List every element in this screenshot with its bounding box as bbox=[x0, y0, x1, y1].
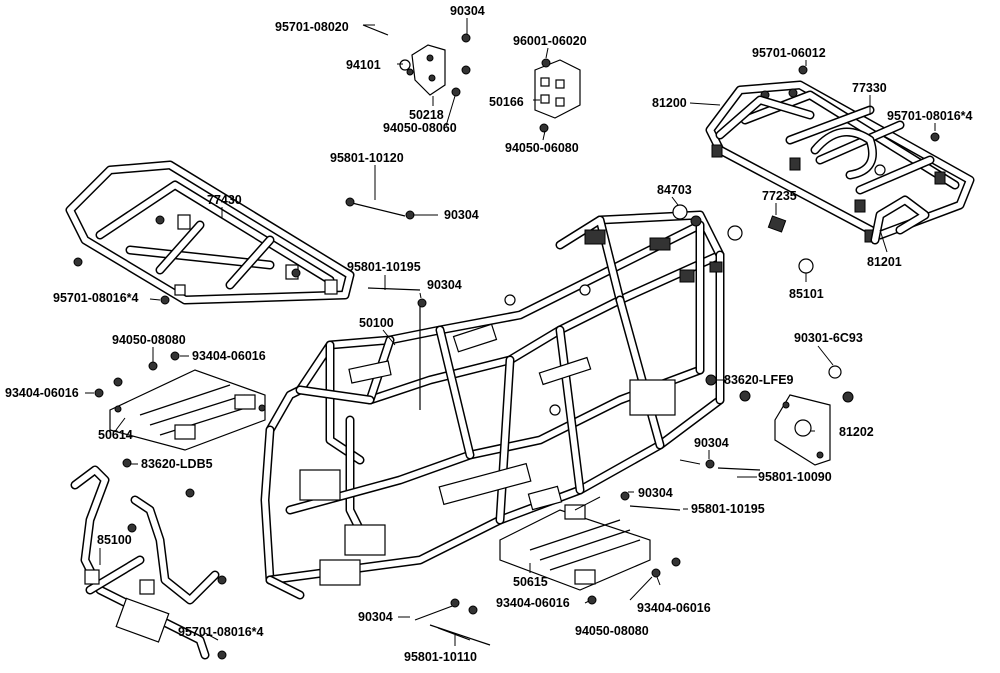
label-96001-06020: 96001-06020 bbox=[513, 34, 587, 48]
label-50166: 50166 bbox=[489, 95, 524, 109]
label-90304-right: 90304 bbox=[694, 436, 729, 450]
label-95801-10195-upper: 95801-10195 bbox=[347, 260, 421, 274]
bracket-50218 bbox=[362, 24, 471, 97]
label-90301-6c93: 90301-6C93 bbox=[794, 331, 863, 345]
label-95701-08016-front: 95701-08016*4 bbox=[53, 291, 139, 305]
label-50615: 50615 bbox=[513, 575, 548, 589]
label-95801-10120: 95801-10120 bbox=[330, 151, 404, 165]
label-90304-lower-right: 90304 bbox=[638, 486, 673, 500]
label-83620-lfe9: 83620-LFE9 bbox=[724, 373, 794, 387]
label-95701-08016-bumper: 95701-08016*4 bbox=[178, 625, 264, 639]
label-77235: 77235 bbox=[762, 189, 797, 203]
label-90304-bottom: 90304 bbox=[358, 610, 393, 624]
label-81200: 81200 bbox=[652, 96, 687, 110]
bracket-50166 bbox=[534, 58, 581, 133]
footrest-50615 bbox=[499, 504, 651, 591]
label-93404-06016-d: 93404-06016 bbox=[637, 601, 711, 615]
label-90304-top: 90304 bbox=[450, 4, 485, 18]
label-94050-08060: 94050-08060 bbox=[383, 121, 457, 135]
label-94050-08080-right: 94050-08080 bbox=[575, 624, 649, 638]
label-90304-upper: 90304 bbox=[444, 208, 479, 222]
label-94050-08080-left: 94050-08080 bbox=[112, 333, 186, 347]
label-50614: 50614 bbox=[98, 428, 133, 442]
front-bumper-85100 bbox=[70, 465, 227, 660]
label-84703: 84703 bbox=[657, 183, 692, 197]
small-hardware bbox=[94, 65, 940, 646]
label-95801-10090: 95801-10090 bbox=[758, 470, 832, 484]
label-93404-06016-b: 93404-06016 bbox=[5, 386, 79, 400]
label-81201: 81201 bbox=[867, 255, 902, 269]
label-85100: 85100 bbox=[97, 533, 132, 547]
label-94101: 94101 bbox=[346, 58, 381, 72]
footrest-50614 bbox=[109, 369, 266, 451]
label-50100: 50100 bbox=[359, 316, 394, 330]
rear-rack-77330 bbox=[705, 80, 975, 243]
rear-bracket-81201 bbox=[870, 195, 930, 245]
skid-plate-81202 bbox=[774, 394, 831, 466]
label-83620-ldb5: 83620-LDB5 bbox=[141, 457, 213, 471]
label-95801-10195-lower: 95801-10195 bbox=[691, 502, 765, 516]
label-81202: 81202 bbox=[839, 425, 874, 439]
label-95701-08020: 95701-08020 bbox=[275, 20, 349, 34]
label-95701-08016-rear: 95701-08016*4 bbox=[887, 109, 973, 123]
label-93404-06016-a: 93404-06016 bbox=[192, 349, 266, 363]
rear-bracket-81200 bbox=[715, 95, 815, 140]
front-rack-77430 bbox=[65, 160, 355, 305]
label-77430: 77430 bbox=[207, 193, 242, 207]
label-85101: 85101 bbox=[789, 287, 824, 301]
label-95801-10110: 95801-10110 bbox=[404, 650, 477, 664]
part-labels: 95701-08020 90304 94101 50218 94050-0806… bbox=[5, 4, 973, 664]
label-95701-06012: 95701-06012 bbox=[752, 46, 826, 60]
main-frame-50100 bbox=[260, 210, 725, 600]
label-93404-06016-c: 93404-06016 bbox=[496, 596, 570, 610]
label-90304-mid: 90304 bbox=[427, 278, 462, 292]
leader-lines bbox=[85, 18, 936, 646]
label-77330: 77330 bbox=[852, 81, 887, 95]
label-50218: 50218 bbox=[409, 108, 444, 122]
label-94050-06080: 94050-06080 bbox=[505, 141, 579, 155]
